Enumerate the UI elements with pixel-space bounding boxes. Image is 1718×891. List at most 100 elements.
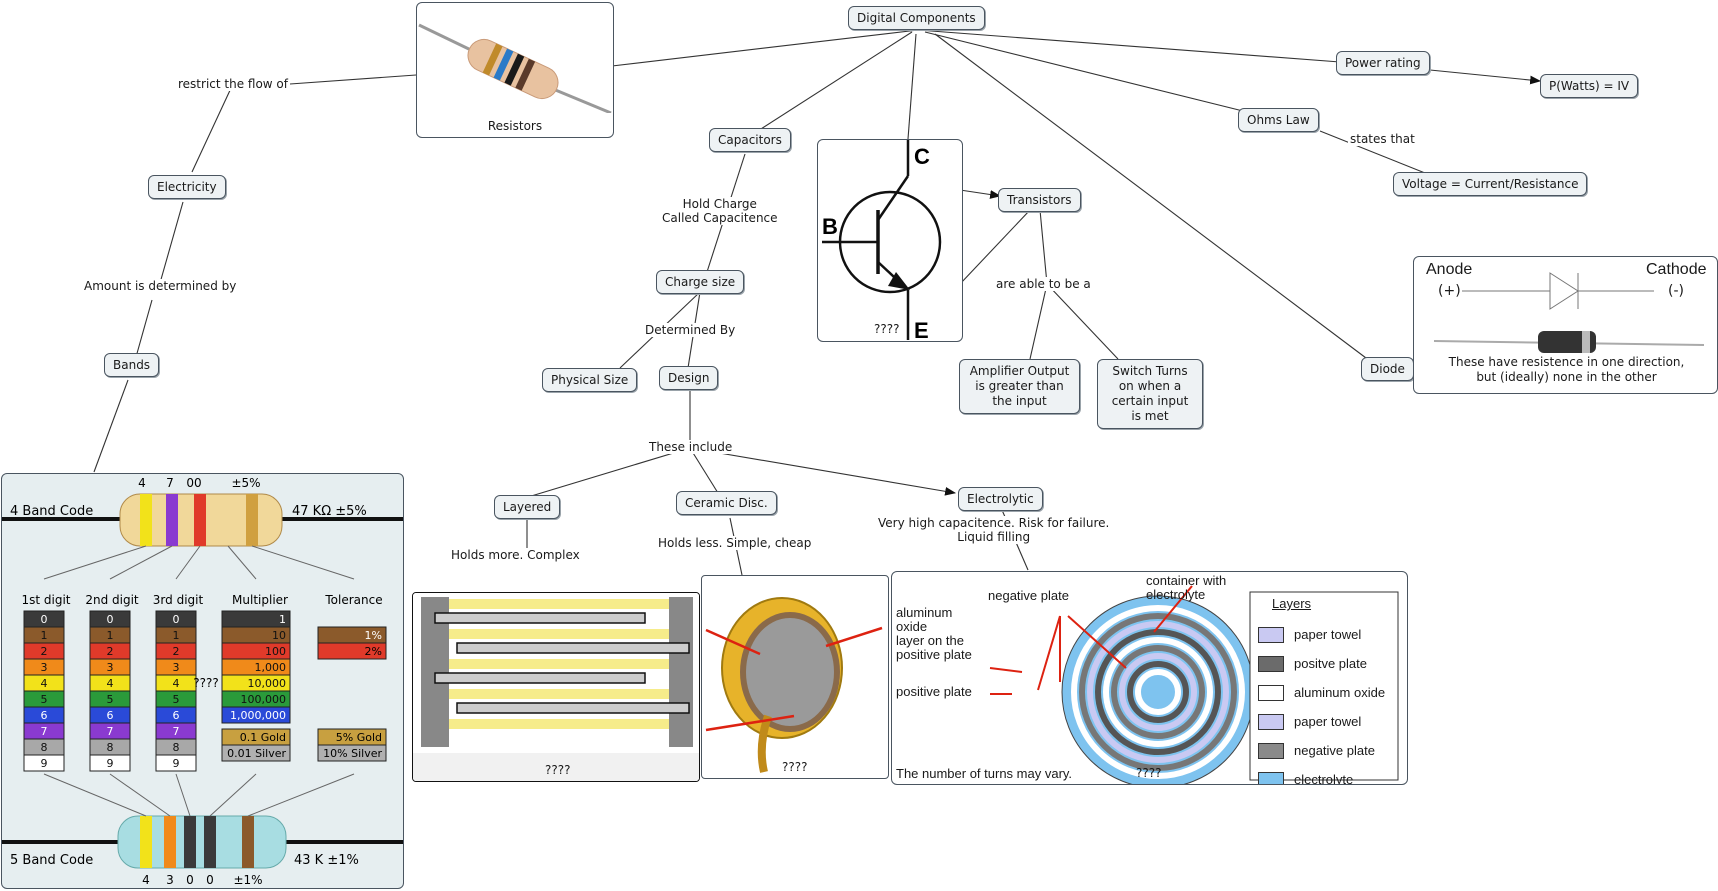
resistor-caption: Resistors — [487, 119, 543, 133]
band-multiplier-label: 1,000,000 — [230, 709, 286, 722]
node-transistors[interactable]: Transistors — [998, 188, 1081, 212]
layered-caption: ???? — [545, 763, 571, 777]
band-tolerance-silver-swatch — [317, 744, 387, 762]
layers-legend-item: positve plate — [1258, 649, 1385, 678]
band-digit-label: 5 — [173, 693, 180, 706]
layers-legend: paper towel positve plate aluminum oxide pa… — [1258, 620, 1385, 784]
band-digit-label: 0 — [107, 613, 114, 626]
layers-legend-swatch — [1258, 742, 1284, 759]
node-electricity[interactable]: Electricity — [148, 175, 226, 199]
node-charge-size[interactable]: Charge size — [656, 270, 745, 294]
resistor-4band-top-label: 7 — [166, 476, 174, 490]
link-able-to-be: are able to be a — [994, 277, 1093, 291]
band-tolerance-label: 2% — [365, 645, 382, 658]
layers-legend-swatch — [1258, 713, 1284, 730]
electrolytic-capacitor-image[interactable]: container with electrolyte negative plat… — [891, 571, 1408, 785]
diode-cathode: Cathode — [1646, 261, 1707, 278]
transistor-image-box[interactable]: C B E ???? — [817, 139, 963, 342]
band-digit-label: 3 — [107, 661, 114, 674]
resistor-4band-label: 4 Band Code — [10, 504, 93, 519]
resistor-4band-top-label: ±5% — [231, 476, 260, 490]
diode-image-box[interactable]: Anode (+) Cathode (-) These have resiste… — [1413, 256, 1718, 394]
node-electrolytic[interactable]: Electrolytic — [958, 487, 1043, 511]
node-bands[interactable]: Bands — [104, 353, 160, 377]
band-digit-label: 3 — [41, 661, 48, 674]
band-tolerance-silver: 10% Silver — [323, 747, 382, 760]
node-ohms-law[interactable]: Ohms Law — [1238, 108, 1319, 132]
band-digit-label: 5 — [107, 693, 114, 706]
band-digit-label: 0 — [173, 613, 180, 626]
band-column-header: 1st digit — [21, 593, 70, 607]
resistor-image-box[interactable]: Resistors — [416, 2, 614, 138]
node-ceramic[interactable]: Ceramic Disc. — [676, 491, 777, 515]
link-these-include: These include — [647, 440, 735, 454]
band-multiplier-silver-swatch — [221, 744, 291, 762]
layered-capacitor-image[interactable]: ???? — [412, 592, 700, 782]
band-digit-label: 9 — [173, 757, 180, 770]
layers-legend-item: negative plate — [1258, 736, 1385, 765]
band-digit-label: 4 — [41, 677, 48, 690]
resistor-5band-bottom-label: 4 — [142, 873, 150, 887]
resistor-4band-stripe — [246, 494, 258, 546]
band-column-header: Tolerance — [324, 593, 382, 607]
layers-legend-label: paper towel — [1294, 714, 1362, 729]
node-diode[interactable]: Diode — [1361, 357, 1414, 381]
transistor-label-c: C — [914, 144, 930, 169]
node-capacitors[interactable]: Capacitors — [709, 128, 791, 152]
node-power-formula[interactable]: P(Watts) = IV — [1540, 74, 1639, 98]
band-connector-line — [209, 773, 257, 817]
ceramic-capacitor-image[interactable]: ???? — [701, 575, 889, 779]
layers-legend-item: electrolyte — [1258, 765, 1385, 784]
transistor-caption: ???? — [874, 322, 900, 336]
layers-legend-swatch — [1258, 626, 1284, 643]
band-connector-line — [109, 773, 171, 817]
band-digit-swatch — [89, 754, 131, 772]
node-digital-components[interactable]: Digital Components — [848, 6, 985, 30]
node-physical-size[interactable]: Physical Size — [542, 368, 638, 392]
link-very-high: Very high capacitence. Risk for failure.… — [876, 516, 1112, 544]
layered-capacitor-diagram — [413, 593, 699, 781]
node-layered[interactable]: Layered — [494, 495, 561, 519]
band-digit-label: 7 — [107, 725, 114, 738]
band-digit-label: 4 — [107, 677, 114, 690]
band-column-header: 2nd digit — [85, 593, 139, 607]
node-design[interactable]: Design — [659, 366, 719, 390]
band-tolerance-gold: 5% Gold — [336, 731, 382, 744]
band-digit-label: 2 — [107, 645, 114, 658]
transistor-label-e: E — [914, 318, 929, 340]
band-digit-label: 0 — [41, 613, 48, 626]
band-connector-line — [175, 545, 201, 580]
resistor-5band-stripe — [184, 816, 196, 868]
band-digit-swatch — [23, 754, 65, 772]
band-digit-label: 1 — [173, 629, 180, 642]
band-connector-line — [251, 545, 355, 580]
link-holds-less: Holds less. Simple, cheap — [656, 536, 814, 550]
resistor-4band-stripe — [166, 494, 178, 546]
band-digit-label: 6 — [107, 709, 114, 722]
resistor-5band-stripe — [140, 816, 152, 868]
layers-legend-item: aluminum oxide — [1258, 678, 1385, 707]
node-ohms-formula[interactable]: Voltage = Current/Resistance — [1393, 172, 1588, 196]
link-holds-more: Holds more. Complex — [449, 548, 582, 562]
resistor-5band-bottom-label: 0 — [206, 873, 214, 887]
resistor-illustration — [418, 23, 612, 115]
layers-legend-title: Layers — [1272, 596, 1312, 611]
layers-legend-item: paper towel — [1258, 620, 1385, 649]
electrolytic-oxide-label: aluminum oxide layer on the positive pla… — [896, 605, 972, 662]
electrolytic-positive-label: positive plate — [896, 684, 972, 699]
band-digit-label: 8 — [41, 741, 48, 754]
resistor-5band-stripe — [164, 816, 176, 868]
diode-anode: Anode — [1426, 261, 1473, 278]
link-amount: Amount is determined by — [82, 279, 239, 293]
band-digit-label: 3 — [173, 661, 180, 674]
band-digit-label: 9 — [107, 757, 114, 770]
node-switch[interactable]: Switch Turns on when a certain input is … — [1097, 359, 1203, 429]
node-power-rating[interactable]: Power rating — [1336, 51, 1430, 75]
node-amplifier[interactable]: Amplifier Output is greater than the inp… — [959, 359, 1080, 414]
layers-legend-label: positve plate — [1294, 656, 1367, 671]
resistor-4band-stripe — [194, 494, 206, 546]
band-multiplier-swatch — [221, 706, 291, 724]
band-column-header: 3rd digit — [153, 593, 204, 607]
